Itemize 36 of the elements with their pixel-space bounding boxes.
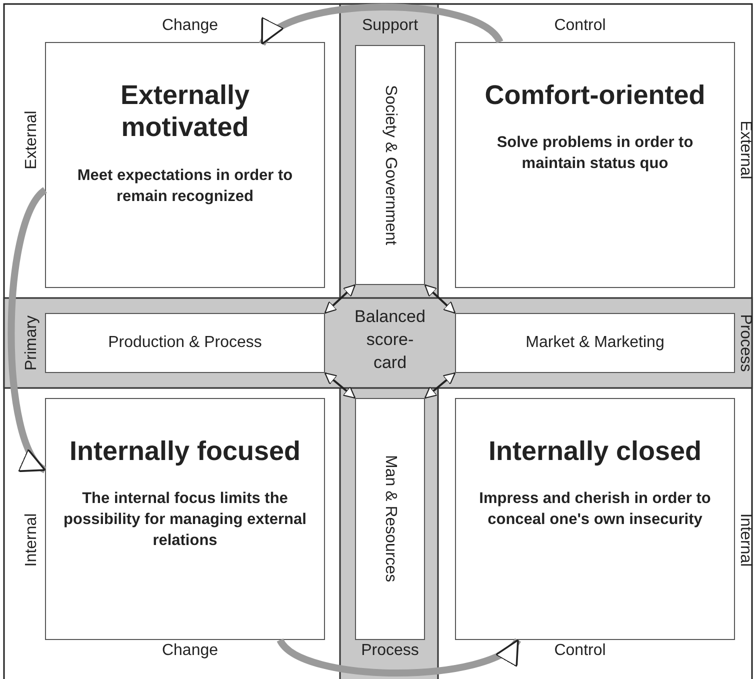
double-arrow xyxy=(424,372,456,399)
double-arrow xyxy=(324,372,356,399)
quadrant-box xyxy=(45,398,325,640)
axis-label: Control xyxy=(554,642,606,660)
axis-label: Support xyxy=(362,17,418,35)
quadrant-box xyxy=(45,42,325,288)
curved-arrow xyxy=(259,4,503,46)
quadrant-box xyxy=(455,42,735,288)
curved-arrow xyxy=(8,188,48,473)
heading-text: Comfort-oriented xyxy=(484,79,706,112)
axis-label: Internal xyxy=(736,513,754,567)
axis-label: Internal xyxy=(23,513,41,567)
axis-label: Process xyxy=(736,314,754,372)
description-text: Solve problems in order to maintain status quo xyxy=(496,133,694,174)
center-label: Balanced score-card xyxy=(350,306,430,380)
double-arrow xyxy=(424,284,456,314)
category-box: Market & Marketing xyxy=(455,313,735,373)
axis-label: Control xyxy=(554,17,606,35)
description-text: The internal focus limits the possibility for managing external relations xyxy=(62,489,308,552)
heading-text: Internally focused xyxy=(69,435,301,468)
axis-label: Change xyxy=(162,642,218,660)
category-box: Man & Resources xyxy=(355,398,425,640)
axis-label: External xyxy=(736,120,754,180)
double-arrow xyxy=(324,284,356,314)
description-text: Meet expectations in order to remain recognized xyxy=(76,166,294,207)
category-box: Society & Government xyxy=(355,45,425,285)
axis-label: External xyxy=(23,110,41,170)
curved-arrow xyxy=(277,638,521,676)
heading-text: Externally motivated xyxy=(119,79,251,144)
heading-text: Internally closed xyxy=(488,435,702,468)
description-text: Impress and cherish in order to conceal one's own insecurity xyxy=(478,489,712,530)
category-box: Production & Process xyxy=(45,313,325,373)
axis-label: Change xyxy=(162,17,218,35)
axis-label: Primary xyxy=(23,315,41,371)
axis-label: Process xyxy=(361,642,419,660)
quadrant-box xyxy=(455,398,735,640)
